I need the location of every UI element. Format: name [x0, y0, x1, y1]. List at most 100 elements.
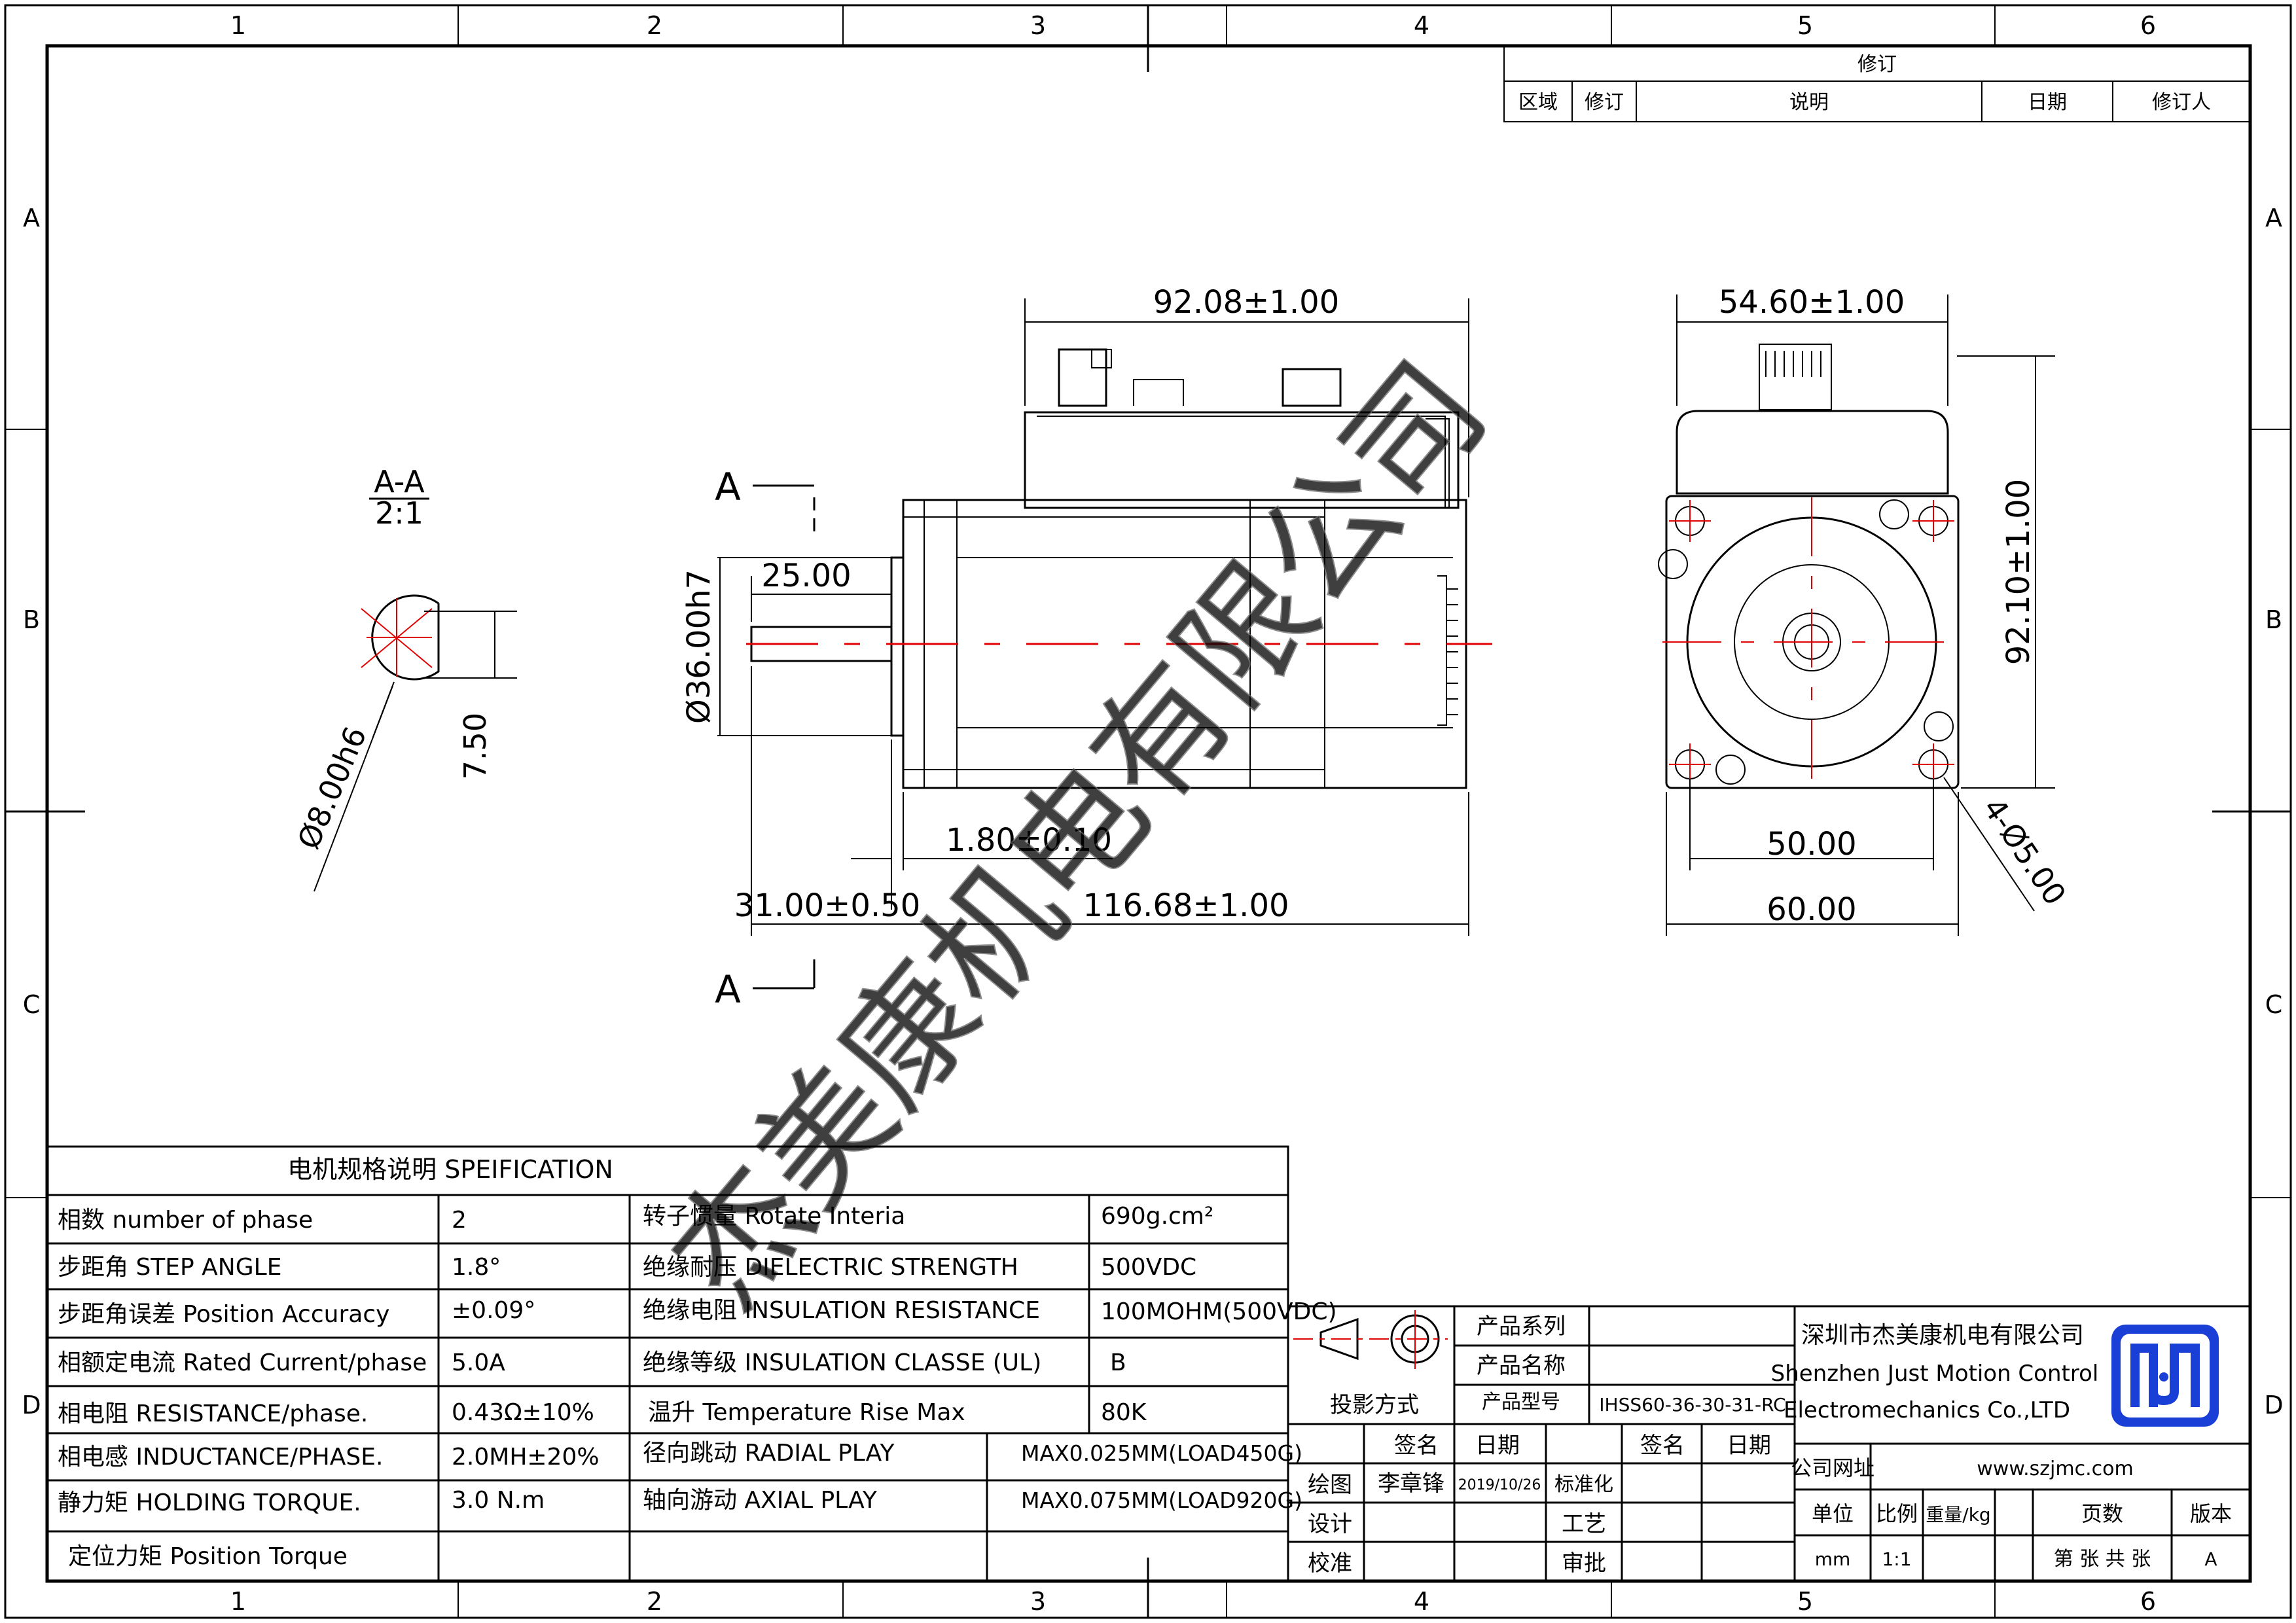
spec-param: 转子惯量 Rotate Interia	[643, 1203, 905, 1230]
sign-header: 签名	[1394, 1433, 1439, 1459]
cut-marker-bottom: A	[715, 967, 741, 1012]
zone-row-b-right: B	[2265, 605, 2282, 634]
website-link[interactable]: www.szjmc.com	[1977, 1457, 2133, 1480]
spec-value: 3.0 N.m	[452, 1487, 545, 1514]
zone-col-1: 1	[230, 11, 246, 40]
process-label: 工艺	[1562, 1511, 1606, 1537]
front-view: 54.60±1.00 92.10±1.00 50.00 60.00 4-Ø5.0…	[1658, 284, 2073, 936]
zone-col-6: 6	[2140, 11, 2156, 40]
spec-value: 1.8°	[452, 1254, 501, 1281]
spec-param: 相数 number of phase	[58, 1207, 313, 1234]
shaft-section-profile	[371, 594, 440, 681]
website-label: 公司网址	[1791, 1455, 1874, 1480]
spec-row: 步距角误差 Position Accuracy ±0.09° 绝缘电阻 INSU…	[58, 1297, 1337, 1328]
version-label: 版本	[2190, 1501, 2232, 1526]
zone-col-2: 2	[647, 11, 662, 40]
drawer-name: 李章锋	[1378, 1471, 1444, 1497]
zone-row-a: A	[23, 204, 40, 232]
spec-param: 静力矩 HOLDING TORQUE.	[58, 1489, 361, 1516]
unit-value: mm	[1815, 1548, 1851, 1570]
spec-param: 温升 Temperature Rise Max	[648, 1399, 965, 1426]
company-logo	[2111, 1325, 2219, 1427]
side-dimension-labels: 92.08±1.00 Ø36.00h7 25.00 1.80±0.10 31.0…	[681, 284, 1339, 924]
spec-row: 静力矩 HOLDING TORQUE. 3.0 N.m 轴向游动 AXIAL P…	[58, 1487, 1302, 1516]
date-header-2: 日期	[1727, 1433, 1771, 1459]
model-label: 产品型号	[1482, 1391, 1560, 1414]
zone-col-5-bottom: 5	[1797, 1587, 1813, 1616]
pages-label: 页数	[2081, 1501, 2123, 1526]
model-value: IHSS60-36-30-31-RC	[1599, 1394, 1785, 1416]
spec-row: 步距角 STEP ANGLE 1.8° 绝缘耐压 DIELECTRIC STRE…	[58, 1254, 1196, 1281]
spec-table: 电机规格说明 SPEIFICATION 相数 number of phase 2…	[46, 1145, 1337, 1582]
revision-col-reviser: 修订人	[2152, 91, 2211, 114]
spec-value: 500VDC	[1101, 1254, 1196, 1281]
page-value: 第 张 共 张	[2054, 1548, 2151, 1571]
drive-width-label: 54.60±1.00	[1719, 284, 1905, 321]
pilot-boss	[890, 556, 905, 737]
connector-signal	[1058, 348, 1107, 407]
connector-front	[1759, 344, 1832, 410]
driver-housing	[1024, 411, 1460, 509]
spec-param: 绝缘耐压 DIELECTRIC STRENGTH	[643, 1254, 1018, 1281]
body-length-label: 92.08±1.00	[1153, 284, 1340, 321]
spec-row: 相额定电流 Rated Current/phase 5.0A 绝缘等级 INSU…	[58, 1349, 1126, 1376]
spec-row: 相电感 INDUCTANCE/PHASE. 2.0MH±20% 径向跳动 RAD…	[58, 1440, 1302, 1471]
frame-zone-labels: 1 2 3 4 5 6 1 2 3 4 5 6 A B C D A B C D	[22, 11, 2283, 1616]
section-label: A-A	[374, 464, 425, 499]
spec-value: 0.43Ω±10%	[452, 1399, 594, 1426]
date-header: 日期	[1475, 1433, 1520, 1459]
height-label: 92.10±1.00	[2000, 479, 2037, 666]
weight-label: 重量/kg	[1926, 1504, 1990, 1525]
spec-value: 2.0MH±20%	[452, 1444, 600, 1471]
spec-row: 相数 number of phase 2 转子惯量 Rotate Interia…	[58, 1203, 1213, 1234]
spec-param: 相电阻 RESISTANCE/phase.	[58, 1400, 368, 1427]
spec-row: 定位力矩 Position Torque	[68, 1543, 348, 1570]
name-label: 产品名称	[1477, 1353, 1566, 1379]
spec-value: B	[1110, 1349, 1126, 1376]
revision-col-desc: 说明	[1789, 91, 1829, 114]
zone-col-1-bottom: 1	[230, 1587, 246, 1616]
spec-value: MAX0.075MM(LOAD920G)	[1021, 1488, 1302, 1513]
spec-param: 步距角误差 Position Accuracy	[58, 1301, 389, 1328]
revision-col-date: 日期	[2028, 91, 2067, 114]
standard-label: 标准化	[1554, 1473, 1613, 1496]
spec-param: 相额定电流 Rated Current/phase	[58, 1349, 427, 1376]
mount-holes-label: 4-Ø5.00	[1976, 791, 2073, 911]
section-scale: 2:1	[375, 495, 423, 531]
spec-param: 定位力矩 Position Torque	[68, 1543, 348, 1570]
flange-size-label: 60.00	[1767, 891, 1856, 928]
spec-value: 80K	[1101, 1399, 1147, 1426]
cut-marker-top: A	[715, 465, 741, 509]
zone-col-4-bottom: 4	[1414, 1587, 1429, 1616]
zone-col-6-bottom: 6	[2140, 1587, 2156, 1616]
driver-housing-front	[1676, 410, 1949, 495]
zone-row-a-right: A	[2265, 204, 2282, 232]
zone-row-c-right: C	[2265, 990, 2283, 1019]
section-view-aa: A-A 2:1 Ø8.00h6 7.50	[291, 464, 517, 892]
unit-label: 单位	[1812, 1501, 1854, 1526]
design-label: 设计	[1308, 1511, 1352, 1537]
pilot-dia-label: Ø36.00h7	[681, 569, 717, 724]
zone-col-3-bottom: 3	[1030, 1587, 1046, 1616]
draw-label: 绘图	[1308, 1472, 1352, 1498]
zone-row-b: B	[23, 605, 40, 634]
spec-param: 径向跳动 RADIAL PLAY	[643, 1440, 895, 1467]
spec-param: 步距角 STEP ANGLE	[58, 1254, 281, 1281]
shaft-total-label: 31.00±0.50	[734, 887, 921, 924]
company-name-en-2: Electromechanics Co.,LTD	[1784, 1397, 2070, 1423]
hole-pitch-label: 50.00	[1767, 826, 1856, 863]
company-name-cn: 深圳市杰美康机电有限公司	[1801, 1322, 2084, 1349]
series-label: 产品系列	[1477, 1313, 1566, 1340]
revision-col-rev: 修订	[1585, 91, 1624, 114]
connector-power	[1282, 368, 1342, 407]
zone-row-d-right: D	[2264, 1391, 2283, 1419]
title-block: 投影方式 产品系列 产品名称 产品型号 IHSS60-36-30-31-RC 签…	[1287, 1305, 2251, 1582]
revision-col-area: 区域	[1518, 91, 1558, 114]
revision-title: 修订	[1857, 53, 1897, 76]
zone-col-3: 3	[1030, 11, 1046, 40]
spec-row: 相电阻 RESISTANCE/phase. 0.43Ω±10% 温升 Tempe…	[58, 1399, 1147, 1427]
revision-table: 修订 区域 修订 说明 日期 修订人	[1503, 45, 2251, 122]
front-dimension-labels: 54.60±1.00 92.10±1.00 50.00 60.00 4-Ø5.0…	[1719, 284, 2073, 928]
zone-col-4: 4	[1414, 11, 1429, 40]
